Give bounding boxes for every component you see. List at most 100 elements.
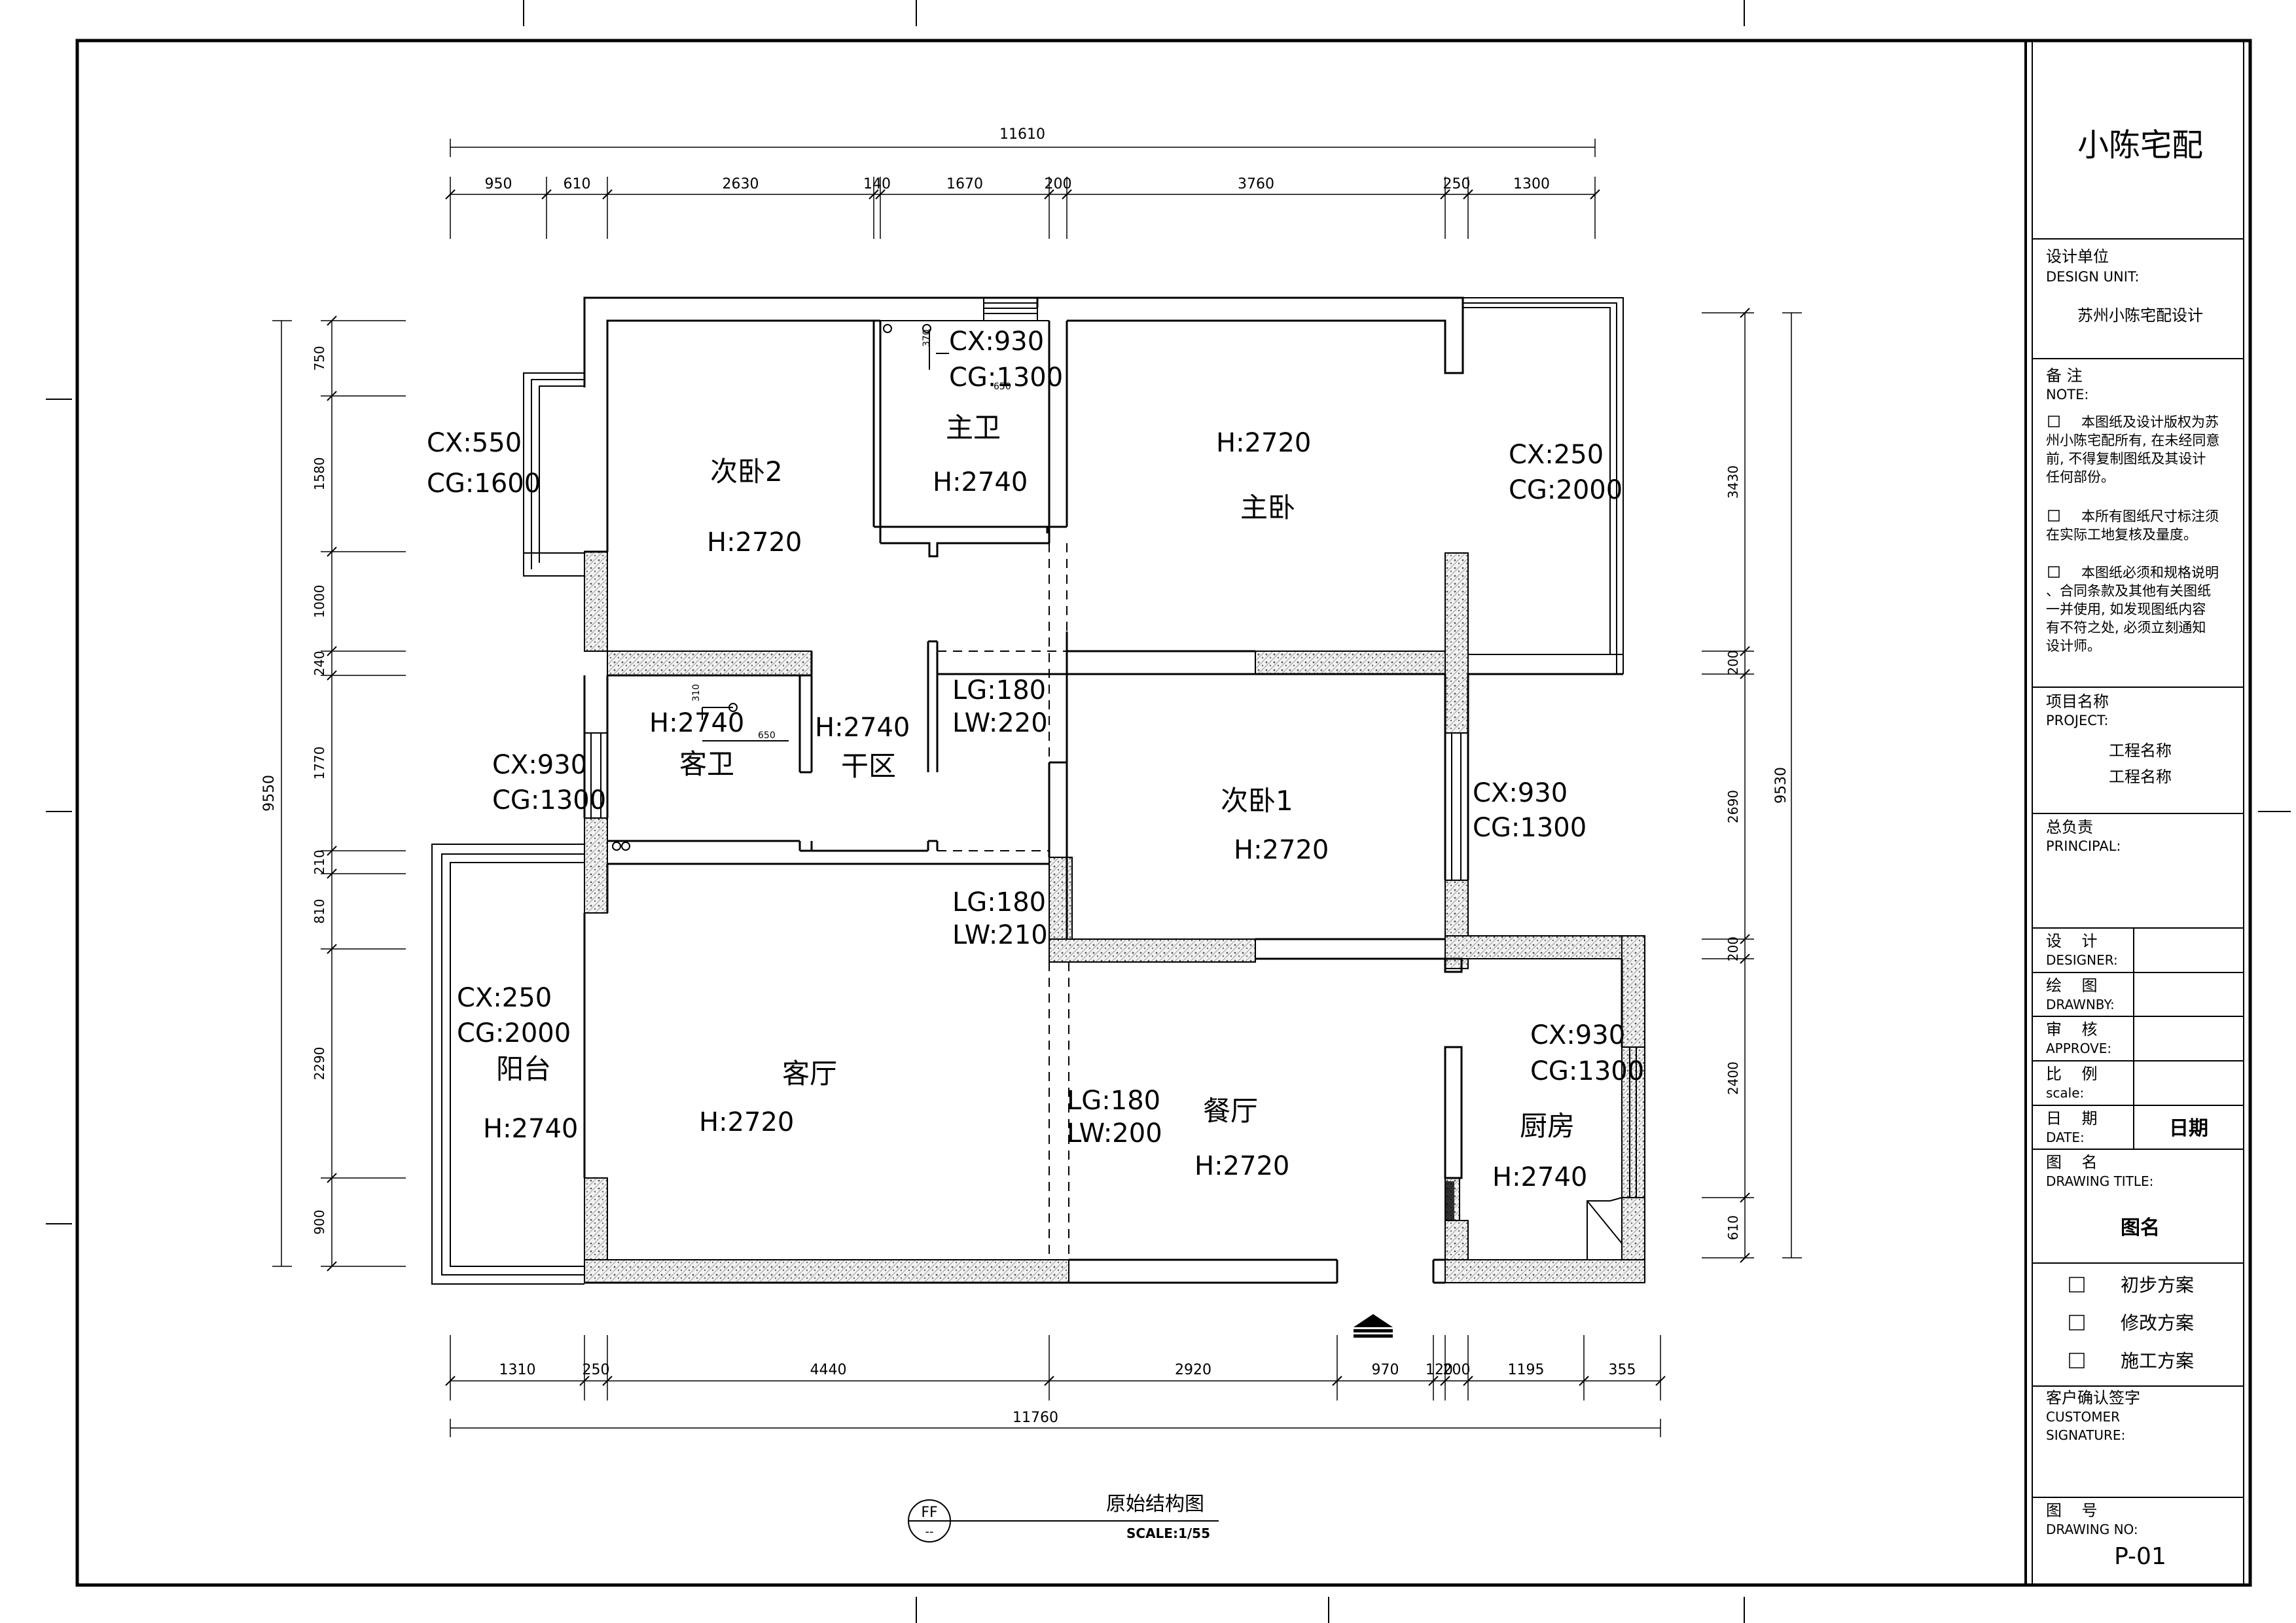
dim-tick	[327, 846, 337, 856]
window-cx: CX:250	[457, 983, 552, 1013]
dim-tick	[1332, 1376, 1342, 1386]
dim-tick	[1044, 1376, 1054, 1386]
note-line: 前, 不得复制图纸及其设计	[2046, 451, 2206, 467]
dim-left: 810	[312, 899, 327, 923]
dim-tick	[1740, 308, 1750, 318]
window-cg: CG:1600	[427, 469, 541, 499]
stage-checkbox[interactable]	[2069, 1277, 2085, 1293]
dim-tick	[1590, 189, 1600, 200]
designer-label-en: DESIGNER:	[2046, 952, 2118, 968]
drawing-title-value: 图名	[2121, 1217, 2160, 1240]
note-line: 一并使用, 如发现图纸内容	[2046, 601, 2206, 617]
room-height: H:2740	[815, 713, 910, 743]
note-line: 州小陈宅配所有, 在未经同意	[2046, 433, 2219, 448]
dim-tick	[602, 1376, 613, 1386]
note-line: 本所有图纸尺寸标注须	[2081, 508, 2219, 524]
stage-label: 初步方案	[2121, 1274, 2194, 1296]
room-height: H:2720	[699, 1107, 794, 1137]
project-label-en: PROJECT:	[2046, 713, 2109, 728]
date-label: 日 期	[2046, 1109, 2098, 1128]
drawnby-label: 绘 图	[2046, 976, 2098, 995]
stage-label: 修改方案	[2121, 1312, 2194, 1334]
note-label: 备 注	[2046, 366, 2083, 385]
room-height: H:2720	[1234, 835, 1329, 865]
beam-lg: LG:180	[952, 675, 1046, 705]
dim-tick	[327, 944, 337, 954]
dim-tick	[1740, 1253, 1750, 1263]
drawing-no-value: P-01	[2114, 1543, 2166, 1570]
dim-bottom: 1310	[499, 1362, 536, 1378]
dim-bottom: 250	[583, 1362, 610, 1378]
note-label-en: NOTE:	[2046, 387, 2089, 402]
window-cx: CX:930	[1530, 1020, 1625, 1050]
customer-label: 客户确认签字	[2046, 1389, 2140, 1407]
dim-tick	[327, 391, 337, 401]
dim-tick	[327, 1173, 337, 1183]
window-cx: CX:930	[492, 750, 587, 780]
dim-top: 250	[1443, 176, 1471, 192]
dim-tick	[1579, 1376, 1589, 1386]
small-dim: 650	[994, 382, 1011, 392]
dim-top: 610	[564, 176, 591, 192]
stage-checkbox[interactable]	[2069, 1353, 2085, 1368]
dimension-lines	[272, 139, 1802, 1437]
dim-top: 140	[863, 176, 891, 192]
beam-lw: LW:210	[952, 920, 1048, 950]
entrance-arrow-icon	[1354, 1314, 1393, 1338]
stage-label: 施工方案	[2121, 1350, 2194, 1372]
wall-lines	[431, 296, 1645, 1285]
dim-tick	[1440, 189, 1450, 200]
dim-right: 2400	[1725, 1061, 1741, 1095]
dim-tick	[1062, 189, 1072, 200]
dim-tick	[327, 868, 337, 879]
dim-tick	[875, 189, 886, 200]
scale-label: 比 例	[2046, 1065, 2098, 1083]
room-height: H:2720	[1216, 428, 1311, 458]
room-name: 客厅	[782, 1058, 837, 1090]
dim-tick	[327, 546, 337, 557]
window-cg: CG:1300	[492, 785, 606, 815]
dim-top-total: 11610	[999, 126, 1045, 143]
dim-left: 1580	[312, 457, 327, 491]
date-value: 日期	[2169, 1117, 2208, 1140]
dim-tick	[1440, 1376, 1450, 1386]
flue-mark	[1445, 1181, 1454, 1221]
beam-lw: LW:200	[1067, 1118, 1162, 1149]
room-name: 厨房	[1520, 1110, 1575, 1142]
dim-tick	[327, 1261, 337, 1272]
beam-lines	[937, 543, 1069, 1260]
dim-tick	[327, 670, 337, 681]
dim-tick	[327, 646, 337, 656]
dim-left: 1770	[312, 747, 327, 780]
drawing-no-label-en: DRAWING NO:	[2046, 1522, 2138, 1537]
note-line: 本图纸及设计版权为苏	[2081, 414, 2219, 430]
brand-title: 小陈宅配	[2077, 127, 2203, 164]
room-height: H:2740	[483, 1114, 578, 1144]
dim-left: 210	[312, 849, 327, 874]
drawing-caption-scale: SCALE:1/55	[1126, 1525, 1210, 1541]
drawing-caption: FF -- 原始结构图 SCALE:1/55	[908, 1493, 1219, 1543]
drawing-title-label: 图 名	[2046, 1153, 2098, 1171]
dim-tick	[445, 189, 456, 200]
stage-checkbox[interactable]	[2069, 1315, 2085, 1330]
beam-lg: LG:180	[1067, 1086, 1160, 1116]
window-cx: CX:930	[1473, 778, 1568, 808]
note-line: 在实际工地复核及量度。	[2046, 527, 2197, 543]
structural-walls	[584, 551, 1645, 1283]
dim-bottom: 2920	[1175, 1362, 1211, 1378]
dim-bottom: 120	[1426, 1362, 1453, 1378]
dim-right: 200	[1725, 650, 1741, 675]
drawing-caption-title: 原始结构图	[1106, 1493, 1204, 1516]
customer-label-en: CUSTOMER	[2046, 1409, 2120, 1425]
dim-tick	[1740, 934, 1750, 944]
dim-right: 2690	[1725, 790, 1741, 823]
stage-options: 初步方案 修改方案 施工方案	[2069, 1274, 2194, 1372]
dim-tick	[1655, 1376, 1666, 1386]
window-cx: CX:250	[1509, 440, 1604, 470]
project-name: 工程名称	[2109, 741, 2172, 760]
dim-tick	[1463, 1376, 1473, 1386]
room-height: H:2740	[1492, 1162, 1587, 1192]
room-height: H:2740	[649, 708, 744, 738]
design-unit-label-en: DESIGN UNIT:	[2046, 269, 2140, 285]
room-height: H:2740	[933, 467, 1028, 497]
